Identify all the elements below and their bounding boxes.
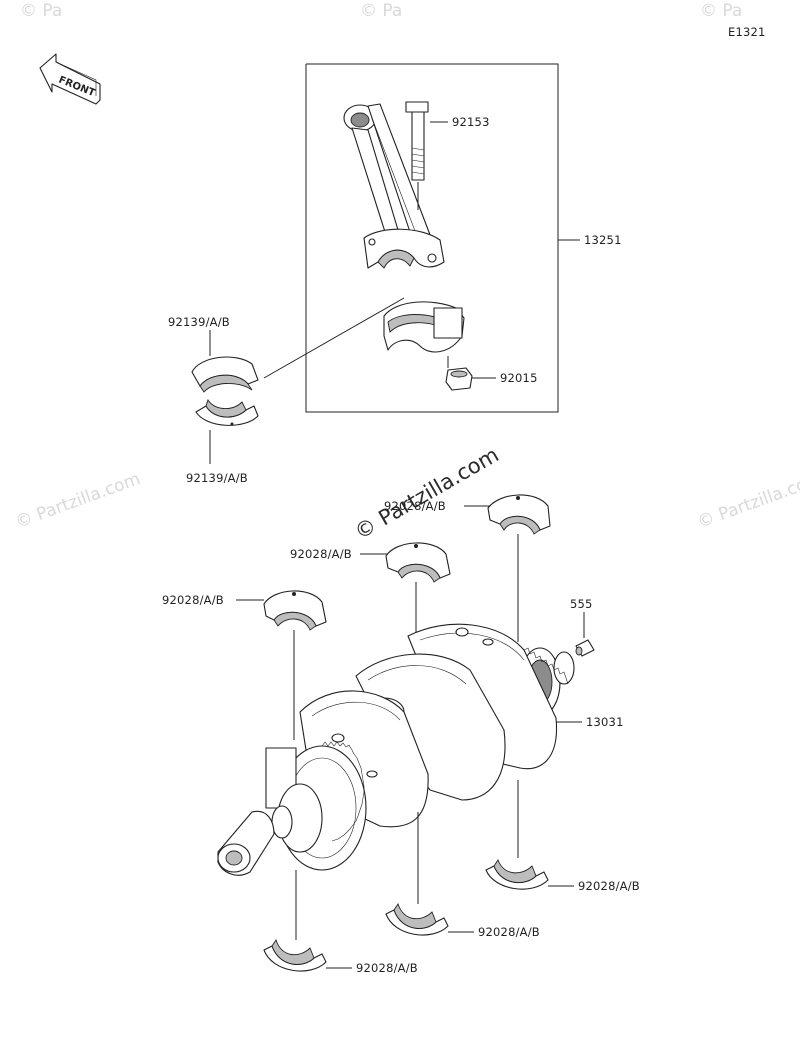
bolt-92153: 92153	[405, 101, 490, 210]
label-13031: 13031	[586, 715, 624, 729]
gear-teeth-left	[321, 741, 365, 842]
crankshaft: 13031	[217, 623, 624, 876]
label-92015: 92015	[500, 371, 538, 385]
label-92028-top-mid: 92028/A/B	[290, 547, 352, 561]
label-92153: 92153	[452, 115, 490, 129]
watermark-main: © Partzilla.com	[351, 443, 503, 545]
label-13251: 13251	[584, 233, 622, 247]
label-92028-bot-mid: 92028/A/B	[478, 925, 540, 939]
label-92028-top-right: 92028/A/B	[384, 499, 446, 513]
connecting-rod	[343, 103, 445, 269]
label-92139-upper: 92139/A/B	[168, 315, 230, 329]
label-92028-bot-right: 92028/A/B	[578, 879, 640, 893]
diagram-code: E1321	[728, 25, 766, 39]
main-bearing-top-right: 92028/A/B	[384, 494, 551, 642]
rod-bearing-upper: 92139/A/B	[168, 315, 259, 393]
main-bearing-bot-left: 92028/A/B	[263, 938, 418, 975]
rod-cap	[383, 301, 465, 368]
rod-bearing-lower: 92139/A/B	[186, 398, 259, 485]
main-bearing-bot-mid: 92028/A/B	[385, 902, 540, 939]
watermark-mid-right: © Partzilla.com	[695, 469, 800, 533]
label-92028-bot-left: 92028/A/B	[356, 961, 418, 975]
main-bearing-top-left: 92028/A/B	[162, 590, 327, 740]
watermark-top-left: © Pa	[20, 1, 62, 21]
nut-92015: 92015	[445, 367, 538, 391]
main-bearing-top-mid: 92028/A/B	[290, 542, 451, 700]
rod-assembly-box: 13251	[305, 63, 622, 413]
label-555: 555	[570, 597, 593, 611]
watermark-mid-left: © Partzilla.com	[13, 469, 143, 533]
main-bearing-bot-right: 92028/A/B	[485, 859, 640, 893]
gear-teeth-right	[523, 647, 569, 685]
label-92139-lower: 92139/A/B	[186, 471, 248, 485]
leader-rod-bearing	[263, 297, 405, 379]
label-92028-top-left: 92028/A/B	[162, 593, 224, 607]
watermark-top-right: © Pa	[700, 1, 742, 21]
watermark-top-center: © Pa	[360, 1, 402, 21]
front-arrow-icon: FRONT	[39, 53, 101, 105]
dowel-555: 555	[570, 597, 595, 657]
